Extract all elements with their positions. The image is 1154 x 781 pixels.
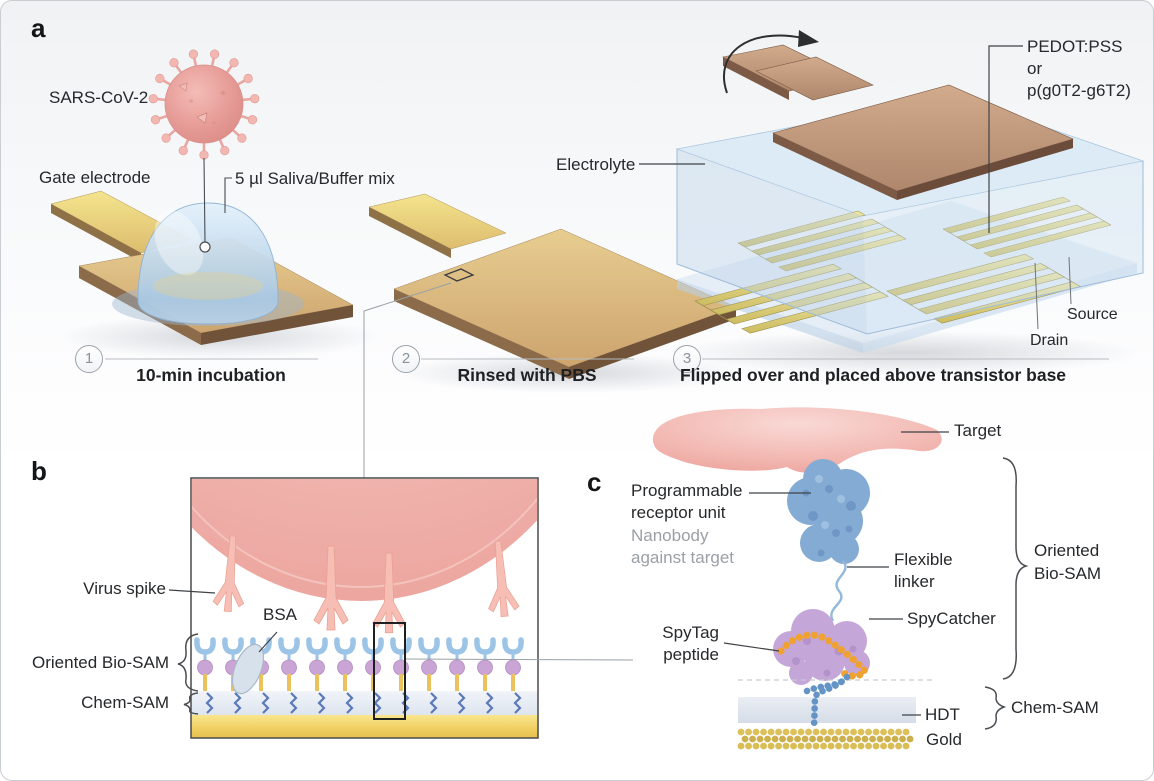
step3-illustration (639, 30, 1145, 375)
bio-sam-label-b: Oriented Bio-SAM (32, 653, 169, 672)
electrolyte-label: Electrolyte (556, 155, 636, 174)
panel-b-illustration (168, 477, 634, 739)
hdt-band (738, 697, 916, 723)
step2-number: 2 (392, 345, 420, 373)
highlight-column-box (373, 622, 406, 720)
spytag-label: SpyTag peptide (662, 623, 719, 664)
spycatcher-label: SpyCatcher (907, 609, 996, 628)
bsa-label: BSA (263, 605, 298, 624)
chem-sam-layer (191, 691, 538, 715)
bsa-molecule (231, 643, 265, 695)
step2-caption: Rinsed with PBS (457, 365, 597, 385)
panel-c-illustration (652, 407, 1029, 750)
panel-b-label: b (31, 456, 47, 486)
panel-b-frame (190, 477, 539, 739)
polymer-label: PEDOT:PSS or p(g0T2-g6T2) (1027, 37, 1131, 100)
step1-number: 1 (75, 345, 103, 373)
virus-spike-label: Virus spike (83, 579, 166, 598)
flip-arrow-icon (723, 30, 819, 94)
hdt-label: HDT (925, 705, 960, 724)
step1-caption: 10-min incubation (136, 365, 286, 385)
bio-sam-label-c: Oriented Bio-SAM (1034, 541, 1102, 583)
chem-sam-label-c: Chem-SAM (1011, 698, 1099, 717)
target-blob (652, 407, 942, 473)
saliva-droplet (137, 202, 279, 325)
flexible-linker-label: Flexible linker (894, 550, 953, 591)
gold-layer (191, 715, 538, 738)
drain-label: Drain (1030, 332, 1069, 349)
zoom-leader-line (363, 282, 452, 478)
sars-cov-2-label: SARS-CoV-2 (49, 88, 149, 107)
panel-a-label: a (31, 13, 46, 43)
panel-c-label: c (587, 467, 602, 497)
step1-illustration (50, 47, 379, 359)
zoom-region-marker (443, 268, 475, 282)
source-label: Source (1067, 306, 1118, 323)
flexible-linker-squiggle (830, 560, 847, 622)
flipped-gate-electrode (722, 44, 1074, 200)
step2-illustration (363, 193, 744, 478)
sars-cov-2-virus (147, 47, 261, 161)
step3-number: 3 (673, 345, 701, 373)
nanobody-blob (787, 459, 870, 564)
chem-sam-label-b: Chem-SAM (81, 693, 169, 712)
spytag-bead-chain (777, 631, 870, 680)
receptor-unit-label: Programmable receptor unit (631, 481, 743, 522)
nanobody-sublabel: Nanobody against target (631, 526, 735, 567)
step3-caption: Flipped over and placed above transistor… (679, 365, 1067, 385)
gate-electrode-label: Gate electrode (39, 168, 151, 187)
gold-bead-layer (737, 728, 919, 750)
gold-label: Gold (926, 730, 962, 749)
saliva-mix-label: 5 µl Saliva/Buffer mix (235, 169, 395, 188)
target-label: Target (954, 421, 1002, 440)
